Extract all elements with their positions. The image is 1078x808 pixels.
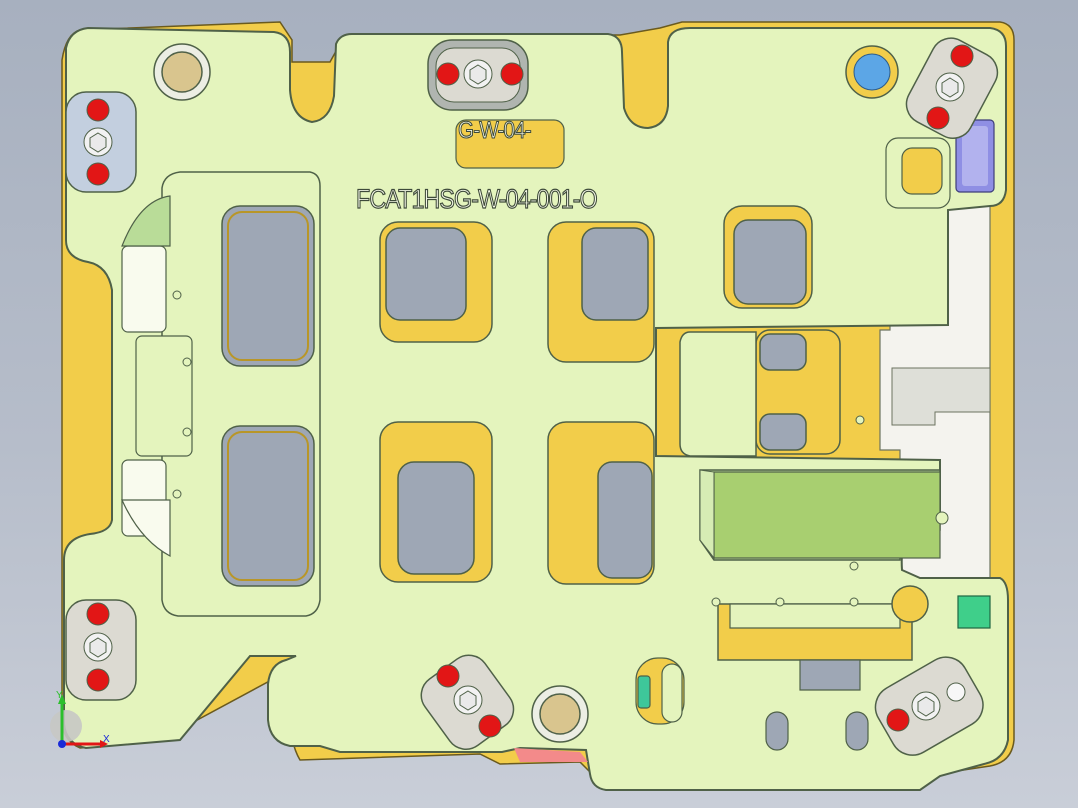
left-pockets <box>121 195 193 558</box>
green-pin-block <box>957 595 991 629</box>
triad-x-label: X <box>103 734 110 745</box>
coordinate-triad <box>50 694 108 748</box>
clamp-pad-bottom-center <box>420 654 515 750</box>
clamp-pad-bottom-right <box>874 656 984 756</box>
windows-center <box>379 205 841 585</box>
clamp-pad-top-right <box>905 37 999 139</box>
clamp-pad-top-center <box>427 39 529 111</box>
inner-frame <box>161 171 321 617</box>
round-boss <box>891 585 929 623</box>
engraving-partial-label: G-W-04- <box>458 117 532 145</box>
part-number-label: FCAT1HSG-W-04-001-O <box>355 183 598 214</box>
triad-y-label: Y <box>56 690 63 701</box>
engraving-slot <box>455 119 565 169</box>
clamp-pad-left-top <box>65 91 137 193</box>
tan-bosses <box>153 43 589 743</box>
windows-left <box>221 205 315 587</box>
blue-locator-pin <box>845 45 899 99</box>
red-trace <box>514 748 588 762</box>
clamp-pad-left-bottom <box>65 599 137 701</box>
small-holes <box>172 290 949 607</box>
clamp-block <box>699 469 941 561</box>
side-body-right-shade <box>891 367 991 426</box>
middle-pad <box>679 331 757 457</box>
oval-slots <box>635 657 869 751</box>
